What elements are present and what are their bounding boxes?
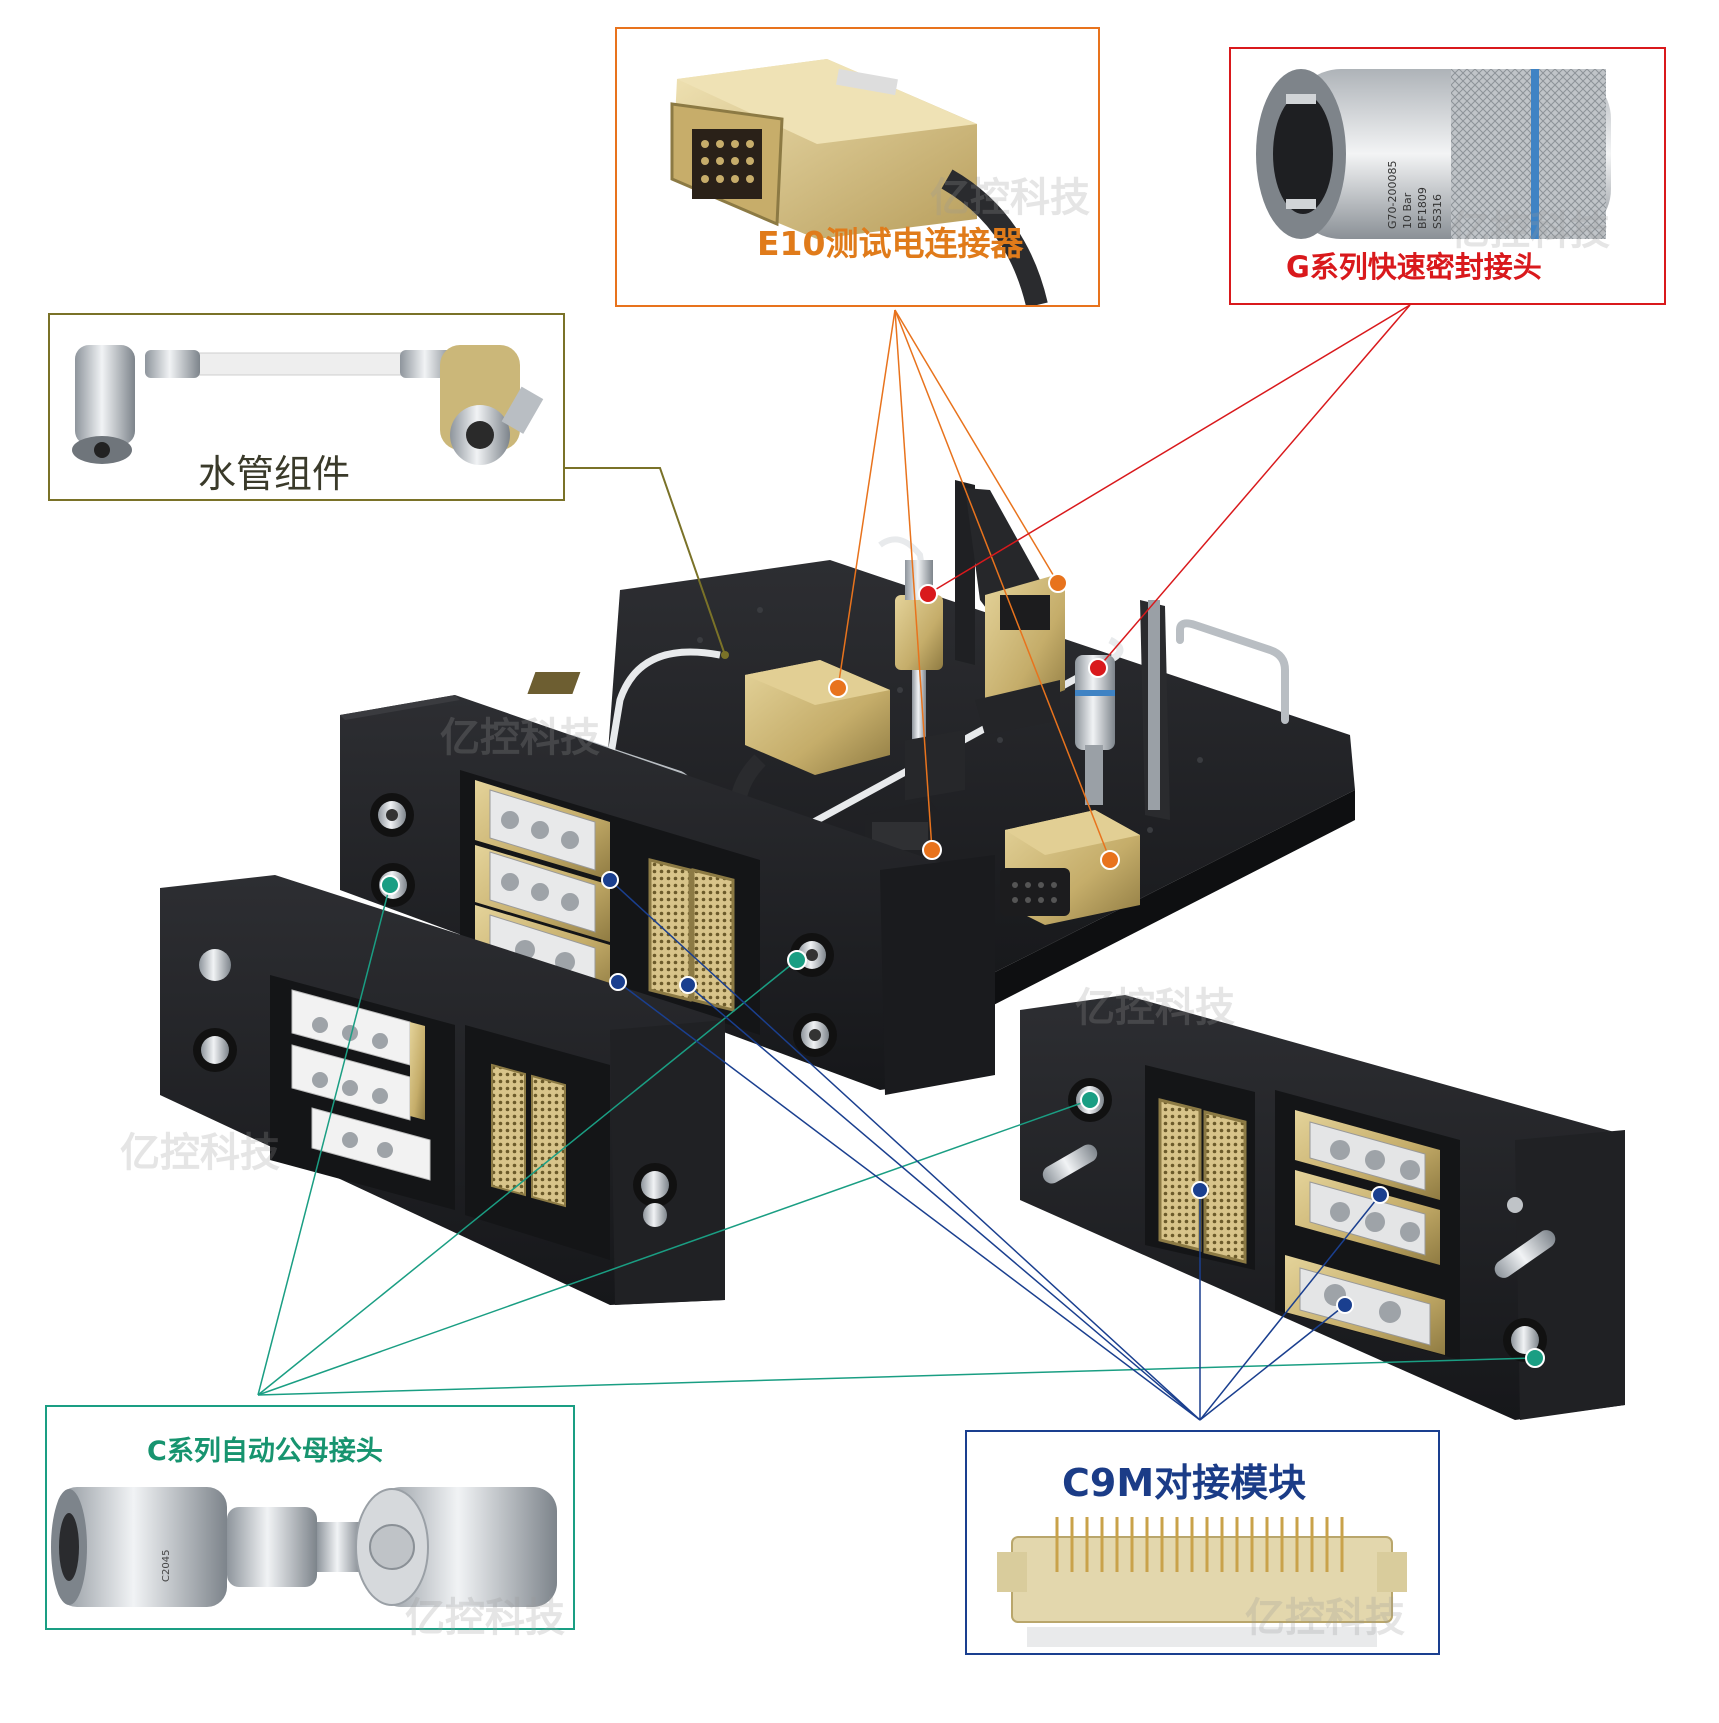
callout-c9m-title: C9M对接模块 xyxy=(1062,1461,1307,1505)
g-series-mark-pressure: 10 Bar xyxy=(1401,192,1414,229)
e10-connector-vertical xyxy=(975,575,1065,735)
callout-e10: E10测试电连接器 xyxy=(615,27,1100,307)
g-series-mark-model: G70-200085 xyxy=(1386,161,1399,229)
g-series-sleeve-marks: G70-200085 10 Bar BF1809 SS316 xyxy=(1386,161,1444,229)
leader-lines-water xyxy=(565,467,726,656)
rear-frame xyxy=(955,480,1170,820)
left-detached-panel xyxy=(160,875,725,1305)
callout-e10-title: E10测试电连接器 xyxy=(757,224,1024,263)
carry-handle-right xyxy=(1176,619,1289,724)
c-series-body-mark: C2045 xyxy=(161,1550,172,1582)
callout-g-series-title: G系列快速密封接头 xyxy=(1286,250,1542,284)
callout-c-series-title: C系列自动公母接头 xyxy=(147,1436,383,1467)
marker-dots xyxy=(380,573,1545,1368)
leader-lines-c9m xyxy=(609,879,1381,1421)
g-series-mark-material: SS316 xyxy=(1431,194,1444,229)
leader-lines-c-series xyxy=(257,884,1536,1396)
water-tube-assembly-image xyxy=(72,345,544,465)
callout-c-series: C系列自动公母接头 C2045 xyxy=(45,1405,575,1630)
callout-g-series: G70-200085 10 Bar BF1809 SS316 G系列快速密封接头 xyxy=(1229,47,1666,305)
g-series-connector-image: G70-200085 10 Bar BF1809 SS316 xyxy=(1256,69,1611,239)
g-series-connector-2 xyxy=(1075,655,1115,805)
leader-lines-g-series xyxy=(927,304,1411,669)
leader-lines-e10 xyxy=(837,309,1111,861)
right-detached-panel xyxy=(1020,995,1625,1420)
c-series-coupling-image: C2045 xyxy=(51,1487,557,1607)
c9m-module-image xyxy=(997,1517,1407,1647)
callout-c9m: C9M对接模块 xyxy=(965,1430,1440,1655)
main-front-panel xyxy=(340,695,995,1095)
e10-connector-image xyxy=(670,59,1048,305)
e10-connector-block-2 xyxy=(1000,810,1140,925)
callout-water-title: 水管组件 xyxy=(198,452,351,496)
g-series-mark-batch: BF1809 xyxy=(1416,187,1429,229)
callout-water: 水管组件 xyxy=(48,313,565,501)
